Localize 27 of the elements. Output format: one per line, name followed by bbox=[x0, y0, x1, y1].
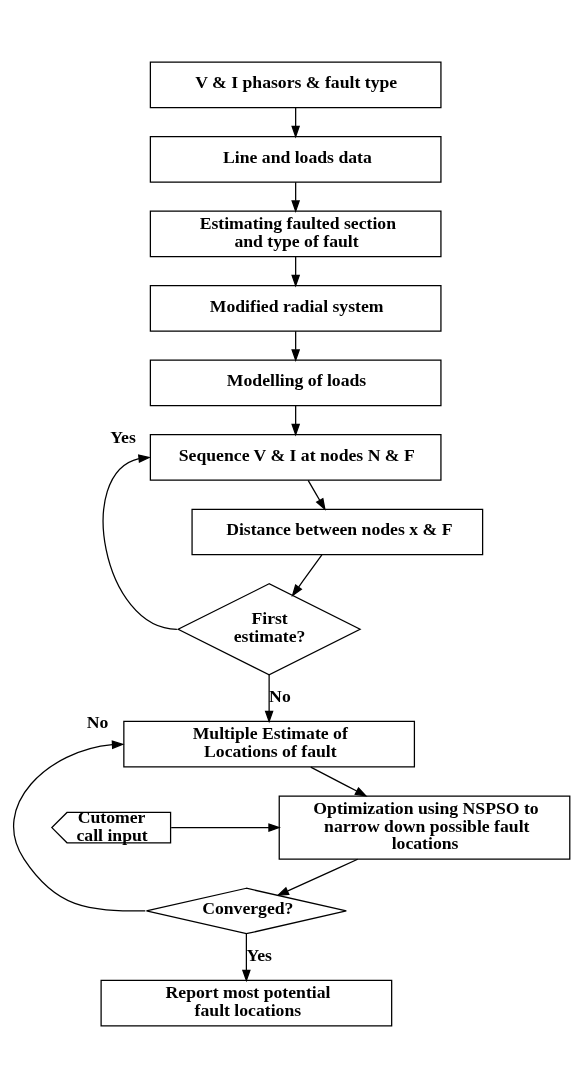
arrow bbox=[307, 479, 326, 511]
arrow bbox=[291, 181, 301, 213]
node-box: Distance between nodes x & F bbox=[191, 508, 484, 555]
node-box: V & I phasors & fault type bbox=[149, 60, 442, 108]
arrow bbox=[291, 404, 301, 436]
edge-label: Yes bbox=[110, 426, 136, 447]
arrow bbox=[291, 553, 323, 597]
node-box: Line and loads data bbox=[149, 135, 442, 183]
arrow bbox=[241, 932, 251, 982]
node-box: Optimization using NSPSO to narrow down possible fault locations bbox=[278, 794, 571, 860]
arrow bbox=[170, 822, 281, 832]
arrow bbox=[291, 255, 301, 287]
edge-label: No bbox=[86, 711, 109, 732]
node-box: Sequence V & I at nodes N & F bbox=[149, 433, 442, 481]
node-box: Modelling of loads bbox=[149, 359, 442, 406]
node-box: Report most potential fault locations bbox=[100, 979, 393, 1027]
arrow bbox=[310, 766, 368, 797]
node-box: Multiple Estimate of Locations of fault bbox=[123, 720, 416, 768]
edge-label: Yes bbox=[246, 944, 272, 965]
arrow bbox=[276, 858, 359, 896]
arrow bbox=[264, 673, 274, 723]
node-box: Estimating faulted section and type of fault bbox=[149, 210, 442, 257]
arrow bbox=[291, 106, 301, 138]
arrow bbox=[291, 330, 301, 362]
arrow bbox=[13, 739, 146, 912]
arrow bbox=[102, 453, 178, 630]
node-box: Modified radial system bbox=[149, 284, 442, 332]
